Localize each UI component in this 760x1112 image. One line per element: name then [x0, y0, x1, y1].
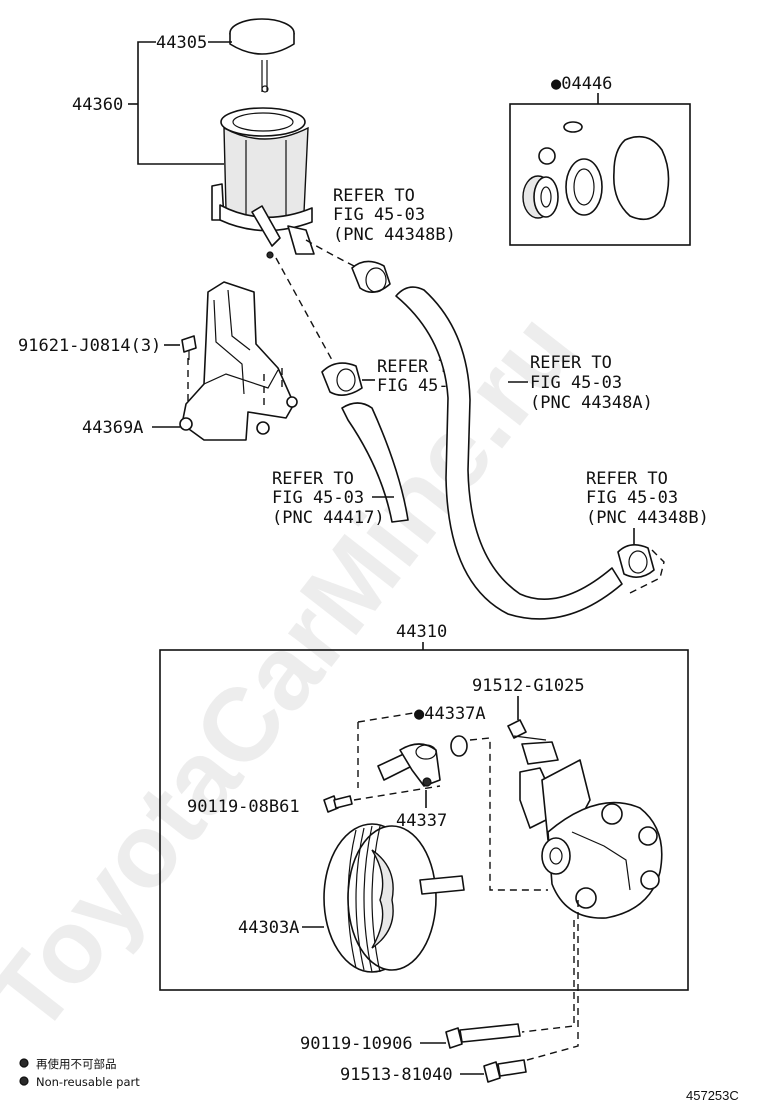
label-90119-10906: 90119-10906: [300, 1034, 413, 1054]
label-91513-81040: 91513-81040: [340, 1065, 453, 1085]
pulley-illustration: [323, 823, 465, 973]
suction-hose-illustration: [341, 402, 409, 523]
legend-english: Non-reusable part: [36, 1075, 140, 1089]
vane-pump-body-illustration: [519, 741, 663, 919]
o-ring-illustration: [450, 735, 468, 757]
seal-kit-illustration: [522, 121, 670, 221]
leader-44360: [137, 41, 224, 165]
filled-circle-icon: [19, 1058, 29, 1068]
refer-note-suction-hose: REFER TO FIG 45-03 (PNC 44417): [272, 469, 385, 528]
bolt-90119-10906-illustration: [445, 1023, 521, 1049]
label-44369A: 44369A: [82, 418, 143, 438]
dash-reservoir-to-clamp: [305, 239, 359, 269]
refer-note-lower-clamp: REFER TO FIG 45-03 (PNC 44348B): [586, 469, 709, 528]
bolt-91513-81040-illustration: [483, 1059, 527, 1083]
label-04446: ●04446: [551, 74, 612, 94]
pressure-hose-illustration: [395, 286, 623, 620]
seal-kit-box: [509, 103, 691, 246]
union-fitting-illustration: [377, 743, 441, 787]
label-44337: 44337: [396, 811, 447, 831]
legend-japanese: 再使用不可部品: [36, 1057, 117, 1071]
hose-clamp-lower-illustration: [617, 544, 655, 578]
dash-reservoir-to-suction: [275, 257, 333, 361]
dash-lower-clamp: [627, 549, 665, 595]
reservoir-tank-illustration: [211, 107, 315, 259]
hose-clamp-upper-illustration: [351, 260, 391, 293]
dash-pump-bolts: [519, 900, 579, 1063]
bolt-91621-illustration: [181, 335, 197, 360]
figure-id: 457253C: [686, 1088, 739, 1103]
label-90119-08B61: 90119-08B61: [187, 797, 300, 817]
label-44303A: 44303A: [238, 918, 299, 938]
label-91621-J0814: 91621-J0814(3): [18, 336, 161, 356]
label-44310: 44310: [396, 622, 447, 642]
label-44337A: ●44337A: [414, 704, 486, 724]
label-44305: 44305: [156, 33, 207, 53]
reservoir-cap-illustration: [229, 18, 295, 93]
label-44360: 44360: [72, 95, 123, 115]
bolt-90119-08B61-illustration: [323, 795, 353, 813]
label-91512-G1025: 91512-G1025: [472, 676, 585, 696]
refer-note-pressure-hose: REFER TO FIG 45-03 (PNC 44348A): [530, 353, 653, 413]
dash-bolt-to-union: [353, 785, 441, 801]
filled-circle-icon: [19, 1076, 29, 1086]
hose-clamp-middle-illustration: [321, 362, 363, 396]
dash-oring-group: [357, 711, 421, 788]
refer-note-upper-return: REFER TO FIG 45-03 (PNC 44348B): [333, 186, 456, 245]
dash-union-to-pump: [469, 737, 548, 891]
bolt-91512-illustration: [507, 719, 547, 741]
watermark-text: ToyotaCarMine.ru: [0, 292, 598, 1054]
pump-assembly-box: [159, 649, 689, 991]
bracket-illustration: [179, 281, 298, 441]
